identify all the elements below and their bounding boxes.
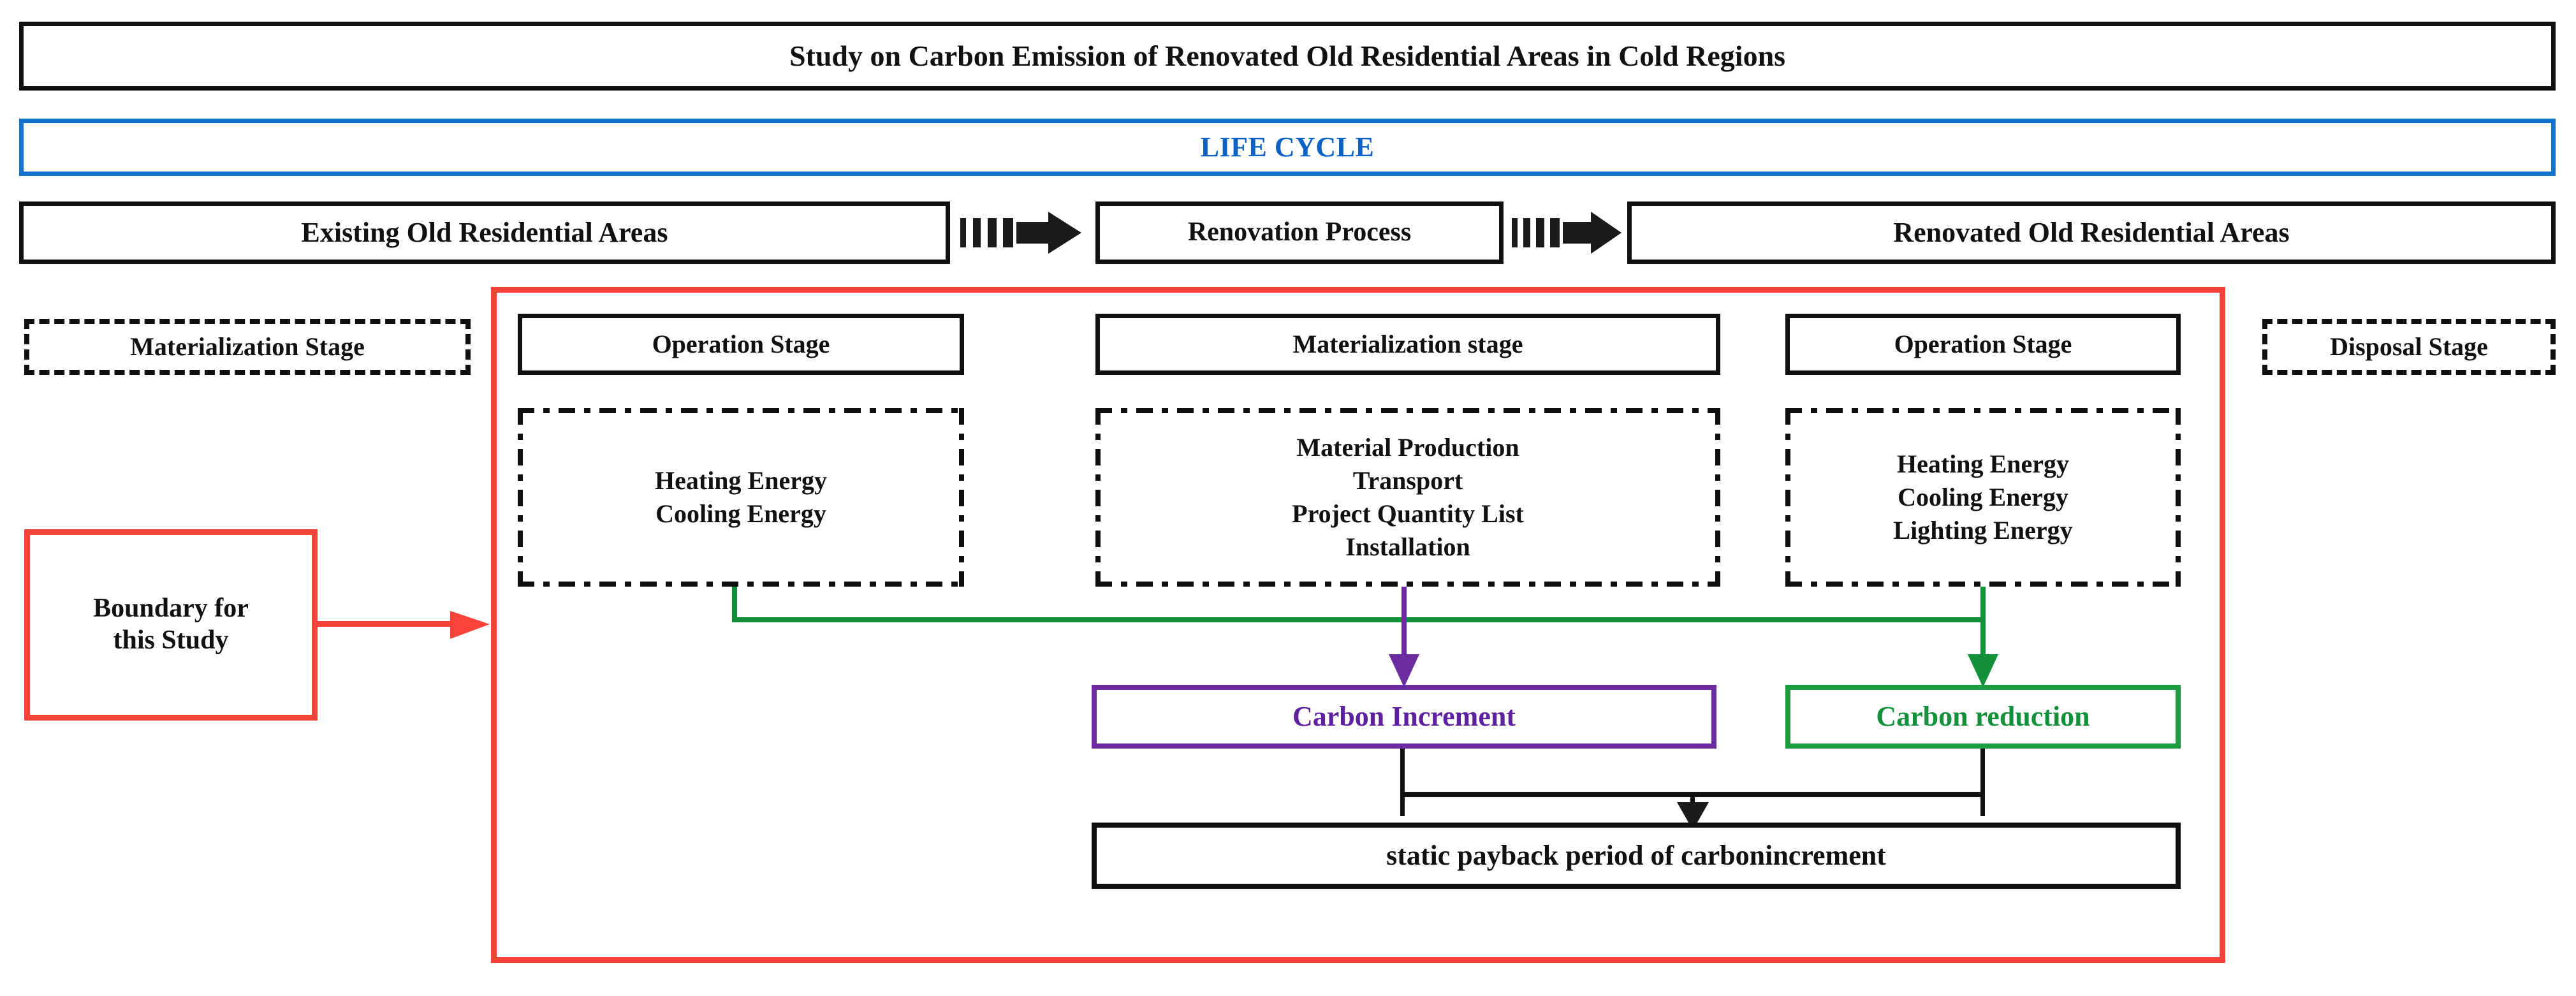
green-connector-vertical-left — [732, 587, 737, 622]
list-item: Material Production — [1296, 433, 1519, 462]
operation-stage-box-3: Operation Stage — [1785, 314, 2181, 375]
purple-connector-vertical — [1401, 587, 1407, 662]
materialization-stage-outside-box: Materialization Stage — [24, 319, 471, 375]
list-item: Heating Energy — [1897, 450, 2069, 478]
renovation-process-box: Renovation Process — [1095, 201, 1504, 264]
list-item: Project Quantity List — [1292, 499, 1524, 528]
green-connector-vertical-right-up — [1980, 587, 1986, 622]
materialization-stage-box-2: Materialization stage — [1095, 314, 1720, 375]
list-item: Transport — [1352, 466, 1463, 495]
operation-energy-list-3: Heating Energy Cooling Energy Lighting E… — [1785, 408, 2181, 587]
boundary-label-line1: Boundary for — [93, 594, 249, 624]
operation-stage-box-1: Operation Stage — [518, 314, 964, 375]
boundary-arrow-head-icon — [450, 611, 490, 639]
green-connector-vertical-right-down — [1980, 617, 1986, 662]
block-arrow-right-icon — [956, 201, 1089, 264]
green-arrow-head-icon — [1968, 654, 1998, 687]
payback-arrow-head-icon — [1677, 802, 1709, 830]
renovated-old-residential-areas-box: Renovated Old Residential Areas — [1627, 201, 2556, 264]
green-connector-horizontal — [732, 617, 1986, 622]
page-title: Study on Carbon Emission of Renovated Ol… — [19, 22, 2556, 91]
boundary-label-line2: this Study — [113, 626, 229, 655]
block-arrow-right-icon — [1509, 201, 1627, 264]
boundary-connector-line — [318, 621, 464, 627]
materialization-item-list: Material Production Transport Project Qu… — [1095, 408, 1720, 587]
list-item: Cooling Energy — [655, 499, 826, 528]
carbon-reduction-box: Carbon reduction — [1785, 685, 2181, 749]
boundary-for-this-study-box: Boundary for this Study — [24, 529, 318, 721]
static-payback-period-box: static payback period of carbonincrement — [1092, 823, 2181, 889]
carbon-increment-box: Carbon Increment — [1092, 685, 1716, 749]
list-item: Cooling Energy — [1898, 483, 2068, 511]
black-connector-from-reduction — [1980, 749, 1985, 816]
disposal-stage-outside-box: Disposal Stage — [2262, 319, 2556, 375]
list-item: Installation — [1345, 532, 1470, 561]
purple-arrow-head-icon — [1389, 654, 1419, 687]
black-connector-from-increment — [1400, 749, 1405, 816]
life-cycle-banner: LIFE CYCLE — [19, 119, 2556, 176]
list-item: Lighting Energy — [1893, 516, 2073, 545]
study-scope-boundary — [491, 287, 2225, 963]
operation-energy-list-1: Heating Energy Cooling Energy — [518, 408, 964, 587]
list-item: Heating Energy — [655, 466, 827, 495]
existing-old-residential-areas-box: Existing Old Residential Areas — [19, 201, 950, 264]
